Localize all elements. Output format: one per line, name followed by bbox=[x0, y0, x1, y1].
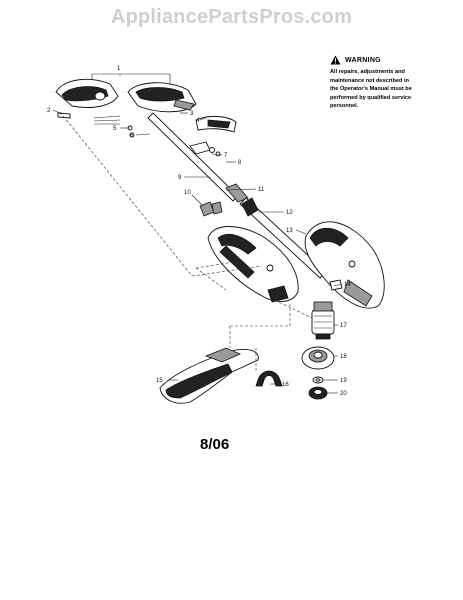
assembly-guide-lines bbox=[59, 111, 313, 372]
warning-title: WARNING bbox=[345, 56, 381, 64]
motor-housing-left bbox=[207, 226, 299, 303]
small-part-14 bbox=[329, 279, 343, 291]
callout-7: 7 bbox=[224, 153, 228, 159]
guard bbox=[159, 347, 259, 404]
motor bbox=[311, 301, 335, 340]
warning-text: All repairs, adjustments and maintenance… bbox=[330, 68, 418, 111]
callout-12: 12 bbox=[286, 210, 293, 216]
callout-1: 1 bbox=[117, 66, 121, 72]
callout-18: 18 bbox=[340, 354, 347, 360]
callout-3: 3 bbox=[190, 111, 194, 117]
motor-housing-right bbox=[304, 221, 385, 309]
handle-grip bbox=[195, 115, 237, 133]
callout-14: 14 bbox=[344, 282, 351, 288]
callout-labels: 1 2 3 4 5 6 7 8 9 10 11 12 13 14 15 16 1… bbox=[47, 66, 351, 397]
callout-9: 9 bbox=[178, 175, 182, 181]
warning-line: performed by qualified service bbox=[330, 94, 412, 101]
callout-19: 19 bbox=[340, 378, 347, 384]
warning-icon bbox=[330, 55, 341, 65]
callout-10: 10 bbox=[184, 190, 191, 196]
main-shaft bbox=[147, 112, 249, 203]
warning-line: personnel. bbox=[330, 103, 359, 110]
callout-4: 4 bbox=[196, 118, 200, 124]
watermark: AppliancePartsPros.com bbox=[110, 6, 353, 28]
revision-date: 8/06 bbox=[200, 436, 230, 453]
callout-11: 11 bbox=[258, 187, 265, 193]
callout-20: 20 bbox=[340, 391, 347, 397]
warning-line: All repairs, adjustments and bbox=[330, 69, 405, 75]
callout-5: 5 bbox=[113, 126, 117, 132]
upper-housing-right bbox=[127, 82, 197, 113]
callout-6: 6 bbox=[130, 133, 134, 139]
spool-cap bbox=[308, 386, 328, 400]
callout-17: 17 bbox=[340, 323, 347, 329]
callout-13: 13 bbox=[286, 228, 293, 234]
leader-lines bbox=[52, 74, 343, 394]
callout-8: 8 bbox=[238, 160, 242, 166]
warning-line: the Operator's Manual must be bbox=[330, 86, 412, 93]
warning-line: maintenance not described in bbox=[330, 77, 409, 84]
clamp-parts bbox=[199, 201, 223, 217]
guard-clip bbox=[255, 370, 283, 387]
callout-16: 16 bbox=[282, 382, 289, 388]
callout-2: 2 bbox=[47, 108, 51, 114]
upper-housing-left bbox=[55, 78, 119, 108]
warning-box: WARNING All repairs, adjustments and mai… bbox=[330, 55, 418, 111]
washer bbox=[312, 376, 324, 384]
callout-15: 15 bbox=[156, 378, 163, 384]
spool bbox=[301, 346, 335, 370]
